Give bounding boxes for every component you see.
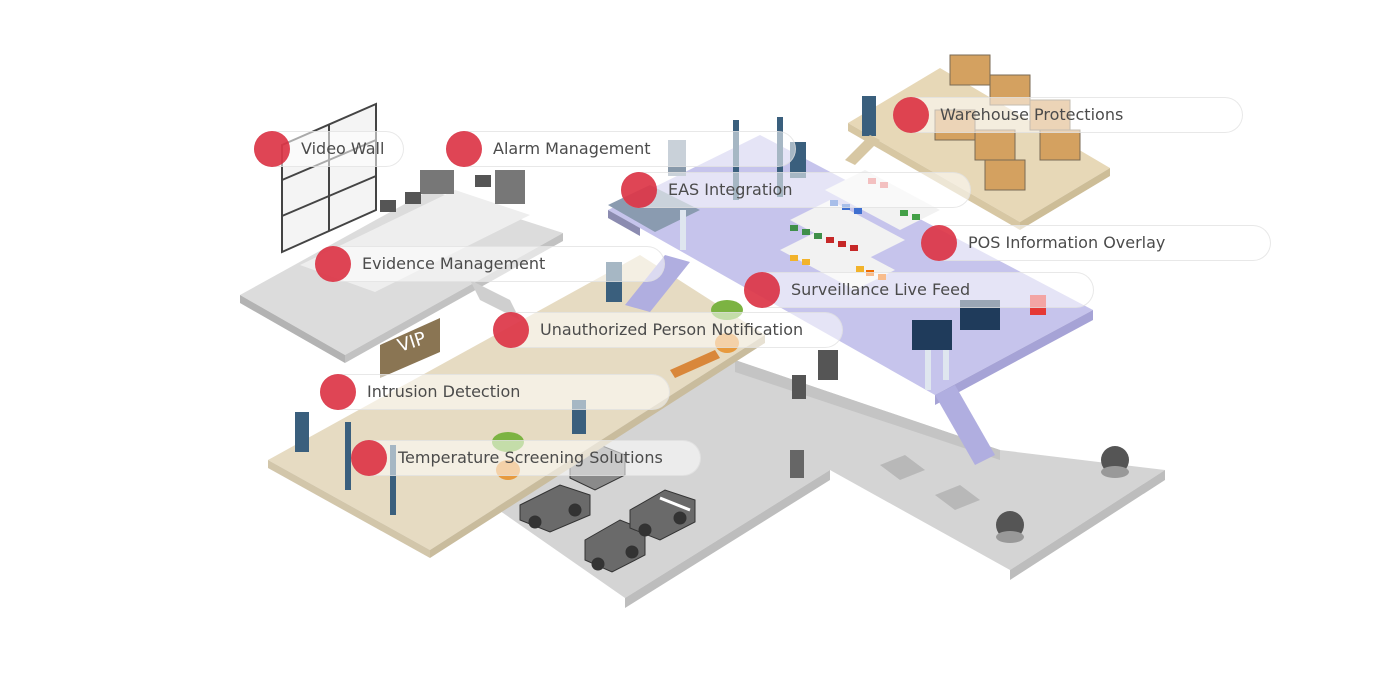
parked-cars <box>519 444 696 573</box>
hotspot-label: Evidence Management <box>362 254 546 273</box>
hotspot-label: Unauthorized Person Notification <box>540 320 804 339</box>
hotspot-label: Alarm Management <box>493 139 651 158</box>
hotspot-warehouse-protections[interactable]: Warehouse Protections <box>893 97 1243 133</box>
hotspot-label: Intrusion Detection <box>367 382 521 401</box>
hotspot-marker-icon <box>320 374 356 410</box>
hotspot-label: Temperature Screening Solutions <box>398 448 663 467</box>
hotspot-temperature-screening-solutions[interactable]: Temperature Screening Solutions <box>351 440 701 476</box>
hotspot-intrusion-detection[interactable]: Intrusion Detection <box>320 374 670 410</box>
hotspot-marker-icon <box>893 97 929 133</box>
hotspot-marker-icon <box>446 131 482 167</box>
hotspot-label: POS Information Overlay <box>968 233 1166 252</box>
hotspot-label: Video Wall <box>301 139 385 158</box>
hotspot-marker-icon <box>621 172 657 208</box>
hotspot-marker-icon <box>315 246 351 282</box>
hotspot-label: Surveillance Live Feed <box>791 280 971 299</box>
hotspot-video-wall[interactable]: Video Wall <box>254 131 404 167</box>
hotspot-label: Warehouse Protections <box>940 105 1124 124</box>
hotspot-marker-icon <box>921 225 957 261</box>
hotspot-marker-icon <box>351 440 387 476</box>
hotspot-marker-icon <box>254 131 290 167</box>
hotspot-unauthorized-person-notification[interactable]: Unauthorized Person Notification <box>493 312 843 348</box>
hotspot-marker-icon <box>493 312 529 348</box>
hotspot-pos-information-overlay[interactable]: POS Information Overlay <box>921 225 1271 261</box>
hotspot-eas-integration[interactable]: EAS Integration <box>621 172 971 208</box>
ground-furniture <box>790 350 1129 543</box>
hotspot-label: EAS Integration <box>668 180 793 199</box>
hotspot-marker-icon <box>744 272 780 308</box>
hotspot-surveillance-live-feed[interactable]: Surveillance Live Feed <box>744 272 1094 308</box>
hotspot-alarm-management[interactable]: Alarm Management <box>446 131 796 167</box>
hotspot-evidence-management[interactable]: Evidence Management <box>315 246 665 282</box>
